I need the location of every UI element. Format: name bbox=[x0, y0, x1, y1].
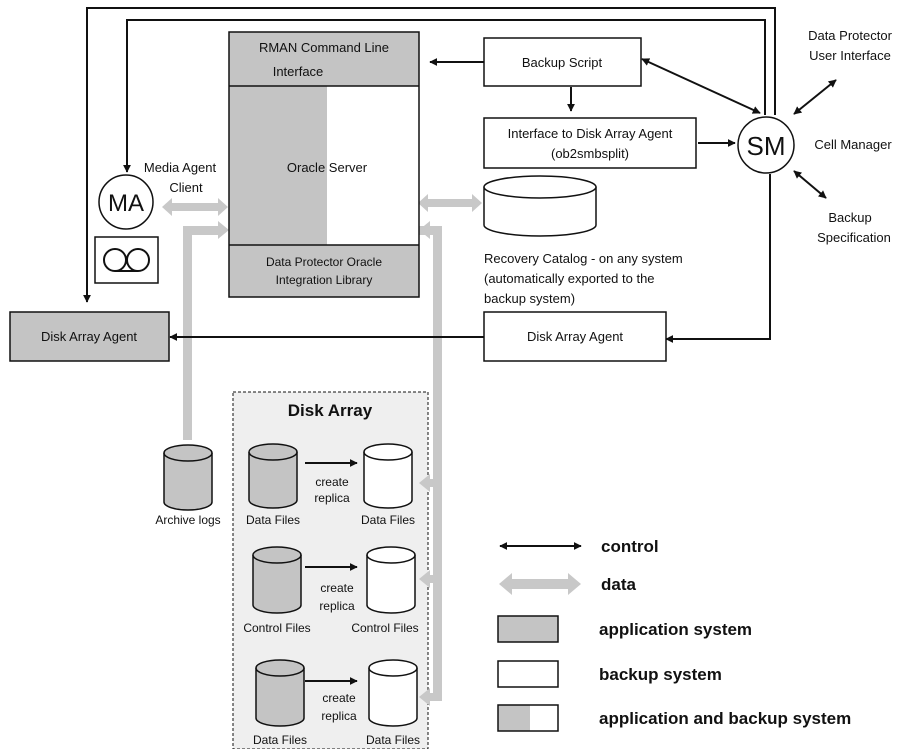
media-agent-line1: Media Agent bbox=[144, 160, 217, 175]
row2-create-line2: replica bbox=[319, 599, 355, 613]
dp-library-line2: Integration Library bbox=[276, 273, 373, 287]
media-agent-symbol: MA bbox=[108, 190, 144, 217]
legend-mixed-swatch bbox=[497, 704, 559, 732]
backup-spec-line1: Backup bbox=[828, 210, 871, 225]
row3-right-label: Data Files bbox=[366, 733, 420, 747]
control-files-app-icon bbox=[252, 546, 302, 614]
disk-array-agent-right-label: Disk Array Agent bbox=[527, 329, 623, 344]
backup-script-box bbox=[483, 37, 642, 87]
row1-right-label: Data Files bbox=[361, 513, 415, 527]
data-files-replica-icon bbox=[363, 443, 413, 509]
row3-create-line2: replica bbox=[321, 709, 357, 723]
media-agent-line2: Client bbox=[169, 180, 203, 195]
disk-array-agent-right-box bbox=[483, 311, 667, 362]
dp-ui-line1: Data Protector bbox=[808, 28, 892, 43]
row2-right-label: Control Files bbox=[351, 621, 418, 635]
legend-data-label: data bbox=[601, 575, 637, 594]
disk-array-agent-left-box bbox=[9, 311, 170, 362]
dp-ui-line2: User Interface bbox=[809, 48, 891, 63]
backup-spec-line2: Specification bbox=[817, 230, 891, 245]
recovery-catalog-line3: backup system) bbox=[484, 291, 575, 306]
legend-backup-label: backup system bbox=[599, 665, 722, 684]
recovery-catalog-icon bbox=[483, 175, 597, 237]
recovery-catalog-line2: (automatically exported to the bbox=[484, 271, 655, 286]
media-agent-icon bbox=[98, 174, 154, 230]
data-files-replica-icon-2 bbox=[368, 659, 418, 727]
legend bbox=[497, 573, 581, 732]
legend-data-arrow bbox=[499, 573, 581, 595]
row2-left-label: Control Files bbox=[243, 621, 310, 635]
rman-label-line2: Interface bbox=[273, 64, 324, 79]
disk-array-title: Disk Array bbox=[288, 401, 373, 420]
tape-drive-icon bbox=[94, 236, 159, 284]
legend-mixed-label: application and backup system bbox=[599, 709, 851, 728]
disk-array-agent-left-label: Disk Array Agent bbox=[41, 329, 137, 344]
interface-label-line1: Interface to Disk Array Agent bbox=[508, 126, 673, 141]
row3-left-label: Data Files bbox=[253, 733, 307, 747]
interface-box bbox=[483, 117, 697, 169]
row3-create-line1: create bbox=[322, 691, 356, 705]
row1-left-label: Data Files bbox=[246, 513, 300, 527]
data-arrows bbox=[162, 194, 482, 706]
legend-backup-swatch bbox=[497, 660, 559, 688]
legend-mixed-swatch-gray bbox=[498, 705, 530, 731]
oracle-block bbox=[228, 31, 420, 298]
data-files-app-icon bbox=[248, 443, 298, 509]
rman-label-line1: RMAN Command Line bbox=[259, 40, 389, 55]
archive-logs-label: Archive logs bbox=[155, 513, 220, 527]
cell-manager-label: Cell Manager bbox=[814, 137, 892, 152]
data-files-app-icon-2 bbox=[255, 659, 305, 727]
backup-script-label: Backup Script bbox=[522, 55, 603, 70]
archive-logs-icon bbox=[163, 444, 213, 511]
dp-library-line1: Data Protector Oracle bbox=[266, 255, 382, 269]
oracle-server-label: Oracle Server bbox=[287, 160, 368, 175]
recovery-catalog-line1: Recovery Catalog - on any system bbox=[484, 251, 683, 266]
legend-application-label: application system bbox=[599, 620, 752, 639]
sm-label: SM bbox=[747, 131, 786, 161]
row1-create-line1: create bbox=[315, 475, 349, 489]
legend-application-swatch bbox=[497, 615, 559, 643]
control-files-replica-icon bbox=[366, 546, 416, 614]
row1-create-line2: replica bbox=[314, 491, 350, 505]
session-manager-icon bbox=[737, 116, 795, 174]
interface-label-line2: (ob2smbsplit) bbox=[551, 146, 629, 161]
legend-control-label: control bbox=[601, 537, 659, 556]
control-lines bbox=[83, 7, 837, 685]
row2-create-line1: create bbox=[320, 581, 354, 595]
